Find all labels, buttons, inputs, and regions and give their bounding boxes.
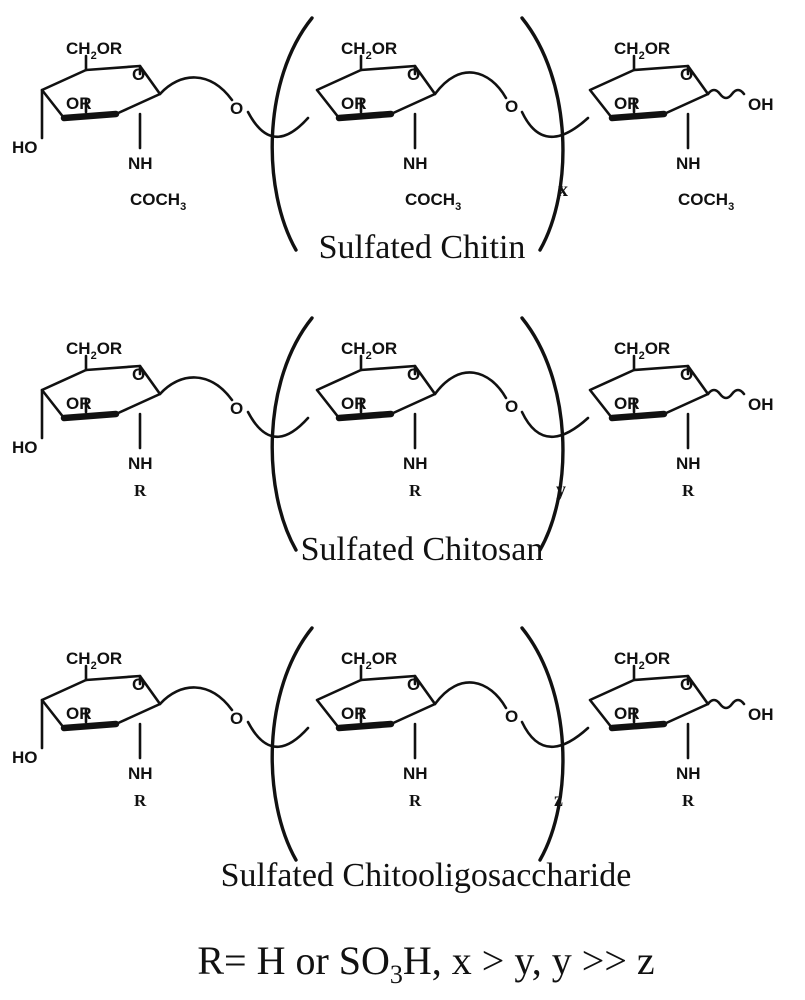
left-end-unit: CH2OR O OR HO NH R — [12, 339, 162, 500]
repeat-unit: CH2OR O OR NH R — [315, 649, 437, 810]
acetyl-label: COCH3 — [405, 190, 461, 213]
nh-label: NH — [403, 764, 428, 783]
repeat-count-label: x — [558, 179, 568, 201]
open-paren — [270, 626, 314, 862]
ch2or-label: CH2OR — [66, 39, 122, 62]
linker-oxygen: O — [505, 397, 518, 416]
nh-label: NH — [128, 454, 153, 473]
right-end-unit: CH2OR O OR OH NH R — [588, 339, 774, 500]
ch2or-label: CH2OR — [614, 339, 670, 362]
footer-definition: R= H or SO3H, x > y, y >> z — [197, 938, 654, 989]
glycosidic-bond — [520, 110, 590, 139]
nh-label: NH — [676, 454, 701, 473]
glycosidic-bond — [433, 71, 508, 100]
acetyl-label: COCH3 — [678, 190, 734, 213]
r-label: R — [134, 791, 147, 810]
r-label: R — [682, 791, 695, 810]
r-label: R — [134, 481, 147, 500]
ring-oxygen: O — [407, 675, 420, 694]
ring-oxygen: O — [680, 65, 693, 84]
or-label: OR — [614, 394, 640, 413]
r-label: R — [409, 791, 422, 810]
oh-label: OH — [748, 705, 774, 724]
ring-oxygen: O — [132, 365, 145, 384]
ring-oxygen: O — [132, 675, 145, 694]
nh-label: NH — [403, 154, 428, 173]
linker-oxygen: O — [505, 707, 518, 726]
glycosidic-bond — [520, 410, 590, 439]
structure-row-chitosan: CH2OR O OR HO NH R O CH2OR O OR NH R O — [12, 316, 774, 568]
repeat-unit: CH2OR O OR NH R — [315, 339, 437, 500]
glycosidic-bond — [433, 681, 508, 710]
ring-oxygen: O — [407, 65, 420, 84]
close-paren — [520, 16, 565, 252]
left-end-unit: CH2OR O OR HO NH COCH3 — [12, 39, 186, 213]
structure-caption: Sulfated Chitooligosaccharide — [221, 857, 632, 894]
ch2or-label: CH2OR — [341, 39, 397, 62]
glycosidic-bond — [158, 686, 234, 712]
or-label: OR — [66, 394, 92, 413]
right-end-unit: CH2OR O OR OH NH COCH3 — [588, 39, 774, 213]
ho-label: HO — [12, 438, 38, 457]
repeat-count-label: z — [554, 789, 563, 811]
ch2or-label: CH2OR — [66, 649, 122, 672]
r-label: R — [409, 481, 422, 500]
ring-oxygen: O — [407, 365, 420, 384]
ring-oxygen: O — [680, 675, 693, 694]
open-paren — [270, 316, 314, 552]
structure-caption: Sulfated Chitin — [319, 229, 526, 266]
nh-label: NH — [403, 454, 428, 473]
acetyl-label: COCH3 — [130, 190, 186, 213]
structure-caption: Sulfated Chitosan — [301, 531, 544, 568]
nh-label: NH — [128, 764, 153, 783]
nh-label: NH — [676, 154, 701, 173]
glycosidic-bond — [520, 720, 590, 749]
structure-row-chitooligosaccharide: CH2OR O OR HO NH R O CH2OR O OR NH R O — [12, 626, 774, 894]
open-paren — [270, 16, 314, 252]
repeat-unit: CH2OR O OR NH COCH3 — [315, 39, 461, 213]
ho-label: HO — [12, 138, 38, 157]
or-label: OR — [614, 704, 640, 723]
right-end-unit: CH2OR O OR OH NH R — [588, 649, 774, 810]
left-end-unit: CH2OR O OR HO NH R — [12, 649, 162, 810]
linker-oxygen: O — [230, 709, 243, 728]
or-label: OR — [66, 94, 92, 113]
oh-label: OH — [748, 95, 774, 114]
nh-label: NH — [676, 764, 701, 783]
ch2or-label: CH2OR — [614, 39, 670, 62]
glycosidic-bond — [246, 720, 310, 749]
ch2or-label: CH2OR — [341, 649, 397, 672]
or-label: OR — [341, 704, 367, 723]
linker-oxygen: O — [230, 99, 243, 118]
nh-label: NH — [128, 154, 153, 173]
ch2or-label: CH2OR — [66, 339, 122, 362]
or-label: OR — [66, 704, 92, 723]
linker-oxygen: O — [505, 97, 518, 116]
oh-label: OH — [748, 395, 774, 414]
structure-row-chitin: CH2OR O OR HO NH COCH3 O CH2OR O OR NH C… — [12, 16, 774, 266]
or-label: OR — [614, 94, 640, 113]
glycosidic-bond — [158, 76, 234, 102]
glycosidic-bond — [246, 410, 310, 439]
or-label: OR — [341, 94, 367, 113]
ho-label: HO — [12, 748, 38, 767]
linker-oxygen: O — [230, 399, 243, 418]
repeat-count-label: y — [556, 479, 566, 501]
r-label: R — [682, 481, 695, 500]
close-paren — [520, 316, 565, 552]
glycosidic-bond — [246, 110, 310, 139]
ring-oxygen: O — [680, 365, 693, 384]
ch2or-label: CH2OR — [341, 339, 397, 362]
ring-oxygen: O — [132, 65, 145, 84]
or-label: OR — [341, 394, 367, 413]
glycosidic-bond — [433, 371, 508, 400]
ch2or-label: CH2OR — [614, 649, 670, 672]
glycosidic-bond — [158, 376, 234, 402]
close-paren — [520, 626, 565, 862]
